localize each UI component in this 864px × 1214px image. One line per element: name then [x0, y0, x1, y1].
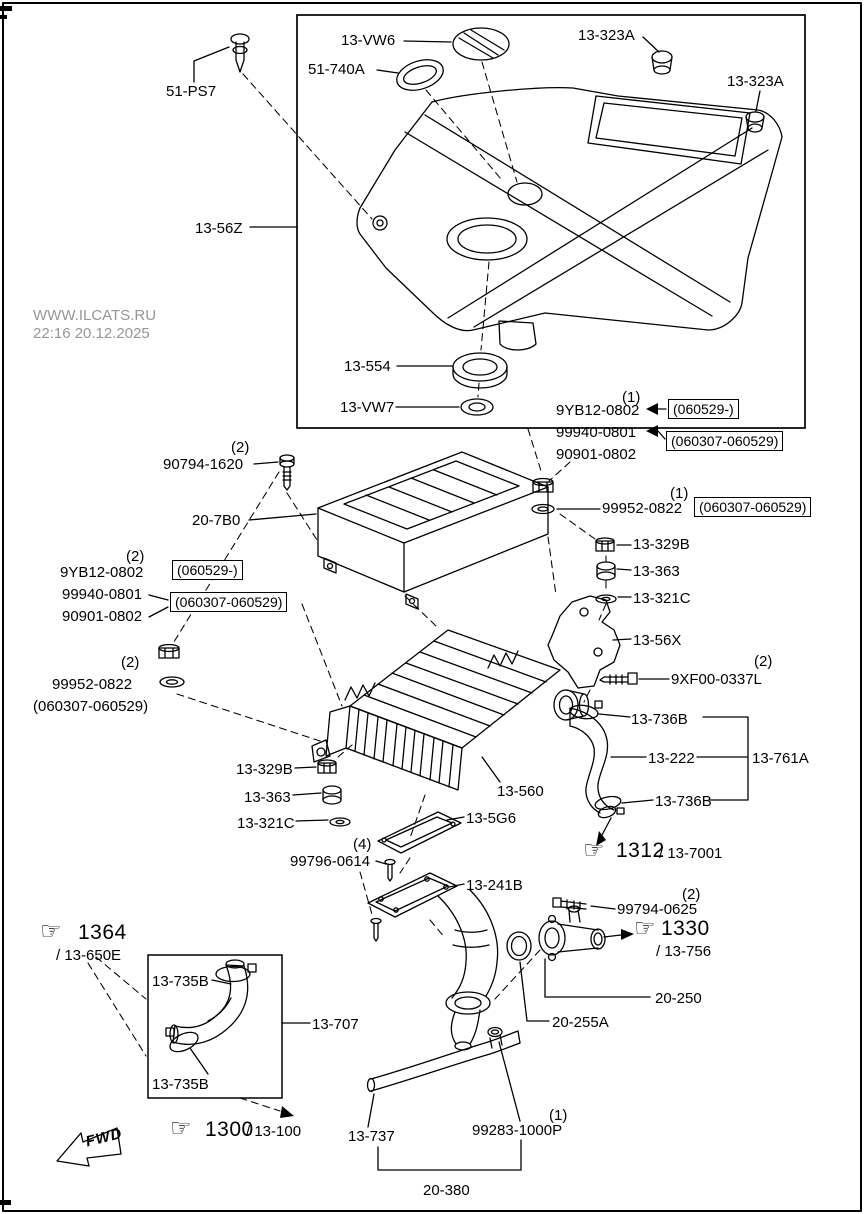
- ref-label-13-7001[interactable]: / 13-7001: [659, 845, 723, 862]
- ref-label-1364[interactable]: 1364: [78, 921, 127, 944]
- part-label-13-554[interactable]: 13-554: [344, 358, 391, 375]
- part-label-13-560[interactable]: 13-560: [497, 783, 544, 800]
- part-label-13-363-right[interactable]: 13-363: [633, 563, 680, 580]
- ref-label-13-100[interactable]: / 13-100: [246, 1123, 302, 1140]
- part-label-90901-left[interactable]: 90901-0802: [62, 608, 143, 625]
- grommet-right-drawing: [745, 111, 765, 133]
- intercooler-drawing: [311, 629, 590, 791]
- engine-cover-drawing: [356, 87, 783, 351]
- part-label-13-222[interactable]: 13-222: [648, 750, 695, 767]
- fastener-drawings: [158, 454, 638, 942]
- part-label-13-736b-bottom[interactable]: 13-736B: [655, 793, 712, 810]
- alignment-dashed-lines: [87, 61, 607, 1112]
- qty-label-9xf00: (2): [754, 653, 773, 670]
- grommet-top-drawing: [651, 50, 673, 75]
- part-label-99940-right[interactable]: 99940-0801: [556, 424, 637, 441]
- part-label-13-241b[interactable]: 13-241B: [466, 877, 523, 894]
- pointing-hand-icon: ☞: [583, 837, 605, 864]
- part-label-90901-right[interactable]: 90901-0802: [556, 446, 637, 463]
- gasket-135g6-drawing: [377, 811, 462, 854]
- part-label-9xf00-0337l[interactable]: 9XF00-0337L: [671, 671, 762, 688]
- part-label-20-7b0[interactable]: 20-7B0: [192, 512, 241, 529]
- ref-label-1330[interactable]: 1330: [661, 917, 710, 940]
- date-range-060529-right: (060529-): [668, 399, 739, 419]
- part-label-99952-left[interactable]: 99952-0822: [52, 676, 133, 693]
- part-label-99952-right[interactable]: 99952-0822: [602, 500, 683, 517]
- part-label-13-735b-top[interactable]: 13-735B: [152, 973, 209, 990]
- part-label-13-737[interactable]: 13-737: [348, 1128, 395, 1145]
- part-label-51-ps7[interactable]: 51-PS7: [166, 83, 217, 100]
- qty-label-99794: (2): [682, 886, 701, 903]
- oil-cap-drawing: [452, 27, 510, 61]
- part-label-20-380[interactable]: 20-380: [423, 1182, 470, 1199]
- part-label-13-329b-right[interactable]: 13-329B: [633, 536, 690, 553]
- part-label-13-707[interactable]: 13-707: [312, 1016, 359, 1033]
- ref-label-1300[interactable]: 1300: [205, 1118, 254, 1141]
- part-label-13-736b-top[interactable]: 13-736B: [631, 711, 688, 728]
- qty-label-99952-right: (1): [670, 485, 689, 502]
- qty-label-99796: (4): [353, 836, 372, 853]
- part-label-99940-left[interactable]: 99940-0801: [62, 586, 143, 603]
- part-label-13-5g6[interactable]: 13-5G6: [466, 810, 517, 827]
- part-label-13-321c-right[interactable]: 13-321C: [633, 590, 691, 607]
- ref-label-13-650e[interactable]: / 13-650E: [56, 947, 122, 964]
- seal-13vw7-drawing: [460, 398, 494, 416]
- part-label-9yb12-right[interactable]: 9YB12-0802: [556, 402, 640, 419]
- part-label-13-761a[interactable]: 13-761A: [752, 750, 809, 767]
- qty-label-99952-left: (2): [121, 654, 140, 671]
- date-range-060529-left: (060529-): [172, 560, 243, 580]
- date-range-060307-left: (060307-060529): [170, 592, 288, 612]
- pad-drawing: [396, 59, 444, 91]
- part-label-51-740a[interactable]: 51-740A: [308, 61, 365, 78]
- part-label-90794-1620[interactable]: 90794-1620: [163, 456, 244, 473]
- air-duct-drawing: [437, 889, 499, 1051]
- qty-label-99283: (1): [549, 1107, 568, 1124]
- part-label-13-56x[interactable]: 13-56X: [633, 632, 682, 649]
- fwd-arrow: [56, 1127, 122, 1167]
- part-label-13-vw6[interactable]: 13-VW6: [341, 32, 396, 49]
- watermark-line2: 22:16 20.12.2025: [33, 325, 150, 342]
- date-range-99952-left: (060307-060529): [33, 698, 149, 715]
- part-label-13-735b-bottom[interactable]: 13-735B: [152, 1076, 209, 1093]
- part-label-99283-1000p[interactable]: 99283-1000P: [472, 1122, 563, 1139]
- part-label-13-329b-left[interactable]: 13-329B: [236, 761, 293, 778]
- air-cleaner-cover-drawing: [317, 451, 549, 610]
- seal-13554-drawing: [452, 352, 508, 389]
- clip-drawing: [230, 33, 250, 73]
- watermark-line1: WWW.ILCATS.RU: [33, 307, 157, 324]
- engine-cover-box: [296, 14, 806, 429]
- pipe-13737-drawing: [366, 1026, 521, 1093]
- pointing-hand-icon: ☞: [170, 1115, 192, 1142]
- part-label-99794-0625[interactable]: 99794-0625: [617, 901, 698, 918]
- hose-13707-box: [147, 954, 283, 1099]
- bracket-1356x-drawing: [547, 595, 621, 689]
- qty-label-9yb12-left: (2): [126, 548, 145, 565]
- part-label-99796-0614[interactable]: 99796-0614: [290, 853, 371, 870]
- part-label-9yb12-left[interactable]: 9YB12-0802: [60, 564, 144, 581]
- hose-13222-drawing: [569, 700, 625, 819]
- part-label-13-363-left[interactable]: 13-363: [244, 789, 291, 806]
- ref-label-13-756[interactable]: / 13-756: [656, 943, 712, 960]
- ref-label-1312[interactable]: 1312: [616, 839, 665, 862]
- part-label-13-321c-left[interactable]: 13-321C: [237, 815, 295, 832]
- date-range-060307-right: (060307-060529): [666, 431, 784, 451]
- plate-13241b-drawing: [367, 872, 458, 918]
- qty-label-90794: (2): [231, 439, 250, 456]
- pointing-hand-icon: ☞: [40, 918, 62, 945]
- part-label-13-323a-right[interactable]: 13-323A: [727, 73, 784, 90]
- part-label-13-56z[interactable]: 13-56Z: [195, 220, 243, 237]
- pointing-hand-icon: ☞: [634, 915, 656, 942]
- part-label-20-250[interactable]: 20-250: [655, 990, 702, 1007]
- qty-label-9yb12-right: (1): [622, 389, 641, 406]
- part-label-13-323a-top[interactable]: 13-323A: [578, 27, 635, 44]
- part-label-13-vw7[interactable]: 13-VW7: [340, 399, 395, 416]
- part-label-20-255a[interactable]: 20-255A: [552, 1014, 609, 1031]
- date-range-060307-right-2: (060307-060529): [694, 497, 812, 517]
- leader-lines: [148, 36, 761, 1171]
- throttle-drawing: [506, 905, 606, 962]
